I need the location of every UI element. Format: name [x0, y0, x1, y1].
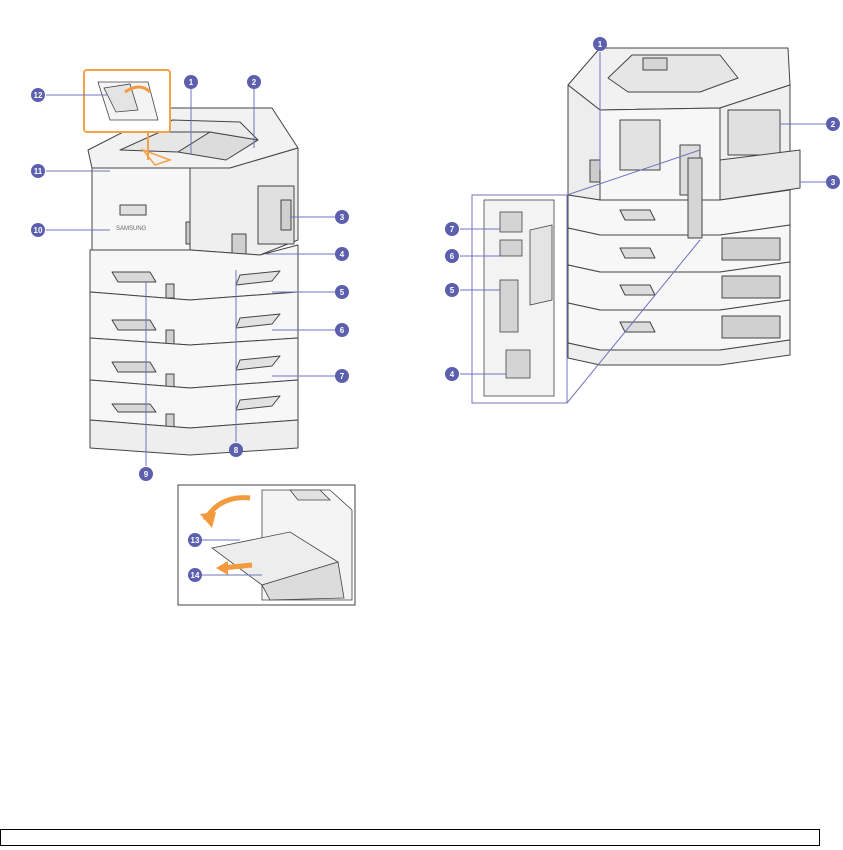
callout-9: 9	[139, 467, 153, 481]
callout-8: 8	[229, 443, 243, 457]
svg-text:4: 4	[340, 250, 345, 259]
callout-5: 5	[335, 285, 349, 299]
svg-text:5: 5	[340, 288, 345, 297]
svg-text:11: 11	[34, 167, 43, 176]
svg-text:14: 14	[191, 571, 200, 580]
mp-tray-inset	[178, 485, 355, 605]
svg-text:2: 2	[252, 78, 257, 87]
svg-text:8: 8	[234, 446, 239, 455]
svg-text:2: 2	[831, 120, 836, 129]
svg-text:7: 7	[450, 225, 455, 234]
front-printer-illustration: SAMSUNG	[88, 108, 298, 455]
svg-text:1: 1	[598, 40, 603, 49]
callout-14: 14	[188, 568, 202, 582]
callout-10: 10	[31, 223, 45, 237]
svg-text:9: 9	[144, 470, 149, 479]
svg-text:1: 1	[189, 78, 194, 87]
svg-text:3: 3	[340, 213, 345, 222]
rear-callout-5: 5	[445, 283, 459, 297]
rear-callout-2: 2	[826, 117, 840, 131]
callout-4: 4	[335, 247, 349, 261]
callout-12: 12	[31, 88, 45, 102]
svg-text:4: 4	[450, 370, 455, 379]
front-logo-text: SAMSUNG	[116, 226, 147, 232]
rear-callout-3: 3	[826, 175, 840, 189]
rear-callout-6: 6	[445, 249, 459, 263]
callout-1-output-tray: 1	[184, 75, 198, 89]
svg-text:6: 6	[450, 252, 455, 261]
svg-text:5: 5	[450, 286, 455, 295]
callout-11: 11	[31, 164, 45, 178]
callout-7: 7	[335, 369, 349, 383]
rear-callout-7: 7	[445, 222, 459, 236]
callout-6: 6	[335, 323, 349, 337]
callout-2: 2	[247, 75, 261, 89]
svg-text:12: 12	[34, 91, 43, 100]
callout-13: 13	[188, 533, 202, 547]
callout-3: 3	[335, 210, 349, 224]
svg-text:3: 3	[831, 178, 836, 187]
page-footer-bar	[0, 829, 820, 846]
rear-printer-illustration	[568, 48, 800, 365]
rear-callout-4: 4	[445, 367, 459, 381]
svg-text:13: 13	[191, 536, 200, 545]
rear-callout-1: 1	[593, 37, 607, 51]
svg-text:7: 7	[340, 372, 345, 381]
svg-text:6: 6	[340, 326, 345, 335]
svg-text:10: 10	[34, 226, 43, 235]
